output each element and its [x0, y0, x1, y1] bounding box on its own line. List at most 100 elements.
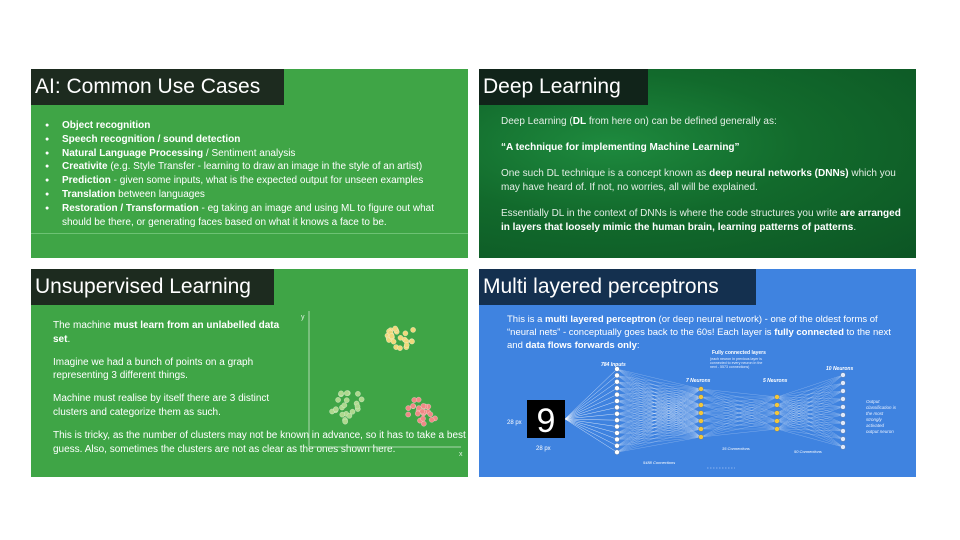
connection-line: [564, 400, 618, 420]
connection-line: [616, 375, 702, 398]
connection-line: [616, 404, 702, 421]
connection-line: [616, 396, 702, 414]
connection-line: [616, 396, 702, 421]
connection-line: [616, 388, 702, 421]
connection-line: [564, 418, 618, 447]
digit-glyph: 9: [537, 402, 556, 440]
connection-line: [616, 412, 702, 414]
neurons-5-label: 5 Neurons: [763, 378, 788, 384]
paragraph: Essentially DL in the context of DNNs is…: [501, 208, 901, 233]
connection-line: [616, 420, 702, 453]
connection-line: [616, 388, 702, 440]
connection-line: [616, 404, 702, 440]
connection-line: [616, 381, 702, 390]
slide-title: AI: Common Use Cases: [31, 69, 284, 105]
connection-line: [616, 412, 702, 446]
use-case-list: Object recognition Speech recognition / …: [45, 119, 465, 229]
neuron-node: [698, 434, 704, 440]
connection-line: [616, 404, 702, 446]
connection-line: [616, 368, 702, 390]
scatter-point: [405, 405, 412, 411]
connection-line: [616, 388, 702, 414]
scatter-point: [414, 410, 421, 417]
scatter-point: [427, 411, 434, 418]
connection-line: [616, 396, 702, 453]
output-note: the most: [866, 411, 884, 416]
scatter-point: [392, 325, 399, 332]
scatter-point: [358, 396, 365, 403]
cluster-points: [329, 325, 438, 427]
scatter-point: [354, 403, 361, 410]
connection-line: [776, 374, 844, 414]
neuron-node: [614, 417, 620, 423]
connection-line: [564, 418, 618, 453]
connection-line: [616, 388, 702, 434]
output-note: output neuron: [866, 429, 894, 434]
connection-line: [616, 396, 702, 446]
neuron-node: [614, 372, 620, 379]
fc-label: Fully connected layers: [712, 350, 766, 356]
connection-line: [564, 418, 618, 421]
neuron-node: [840, 396, 846, 402]
scatter-point: [341, 402, 348, 409]
scatter-point: [339, 411, 346, 418]
connection-line: [616, 412, 702, 421]
list-item: Object recognition: [45, 119, 465, 133]
scatter-point: [420, 403, 427, 409]
connection-line: [616, 400, 702, 414]
connection-line: [616, 394, 702, 414]
connection-line: [776, 374, 844, 398]
neuron-node: [698, 402, 704, 408]
slide-title: Deep Learning: [479, 69, 648, 105]
slide-body: The machine must learn from an unlabelle…: [53, 319, 466, 465]
connection-line: [616, 394, 702, 406]
connection-line: [776, 414, 844, 430]
connection-line: [776, 422, 844, 430]
connection-line: [616, 388, 702, 453]
scatter-point: [390, 338, 397, 345]
scatter-point: [420, 415, 426, 422]
connection-line: [616, 368, 702, 398]
connection-line: [616, 404, 702, 453]
connection-line: [700, 396, 778, 438]
connection-line: [564, 387, 618, 420]
neuron-node: [614, 449, 620, 455]
cluster-plot: y x: [301, 311, 463, 458]
scatter-point: [409, 338, 415, 345]
neuron-node: [774, 426, 780, 432]
x-axis-label: x: [459, 451, 463, 458]
connection-line: [776, 428, 844, 440]
connection-line: [616, 388, 702, 446]
connection-line: [700, 396, 778, 406]
connection-line: [616, 368, 702, 414]
connection-line: [616, 412, 702, 440]
neuron-node: [614, 430, 620, 436]
connection-line: [616, 404, 702, 408]
scatter-point: [410, 327, 416, 333]
connection-line: [616, 404, 702, 427]
connection-line: [616, 404, 702, 414]
connection-line: [700, 396, 778, 422]
scatter-point: [428, 416, 435, 423]
connection-line: [616, 388, 702, 402]
connection-line: [776, 428, 844, 448]
slide-body: Deep Learning (DL from here on) can be d…: [501, 115, 906, 247]
neuron-node: [698, 418, 704, 424]
scatter-point: [410, 403, 416, 409]
neuron-node: [840, 388, 846, 394]
connection-line: [616, 388, 702, 406]
output-note: Output: [866, 399, 880, 404]
neuron-node: [698, 394, 704, 400]
neuron-node: [614, 379, 620, 385]
slide-ai-use-cases: AI: Common Use Cases Object recognition …: [31, 69, 468, 258]
neuron-node: [774, 410, 780, 416]
connection-line: [564, 368, 618, 420]
connection-line: [616, 396, 702, 434]
neuron-nodes: [614, 366, 846, 455]
neuron-node: [840, 436, 846, 442]
connection-line: [616, 412, 702, 434]
connection-line: [700, 388, 778, 398]
neuron-node: [840, 420, 846, 426]
connection-line: [616, 375, 702, 390]
connection-line: [776, 428, 844, 432]
